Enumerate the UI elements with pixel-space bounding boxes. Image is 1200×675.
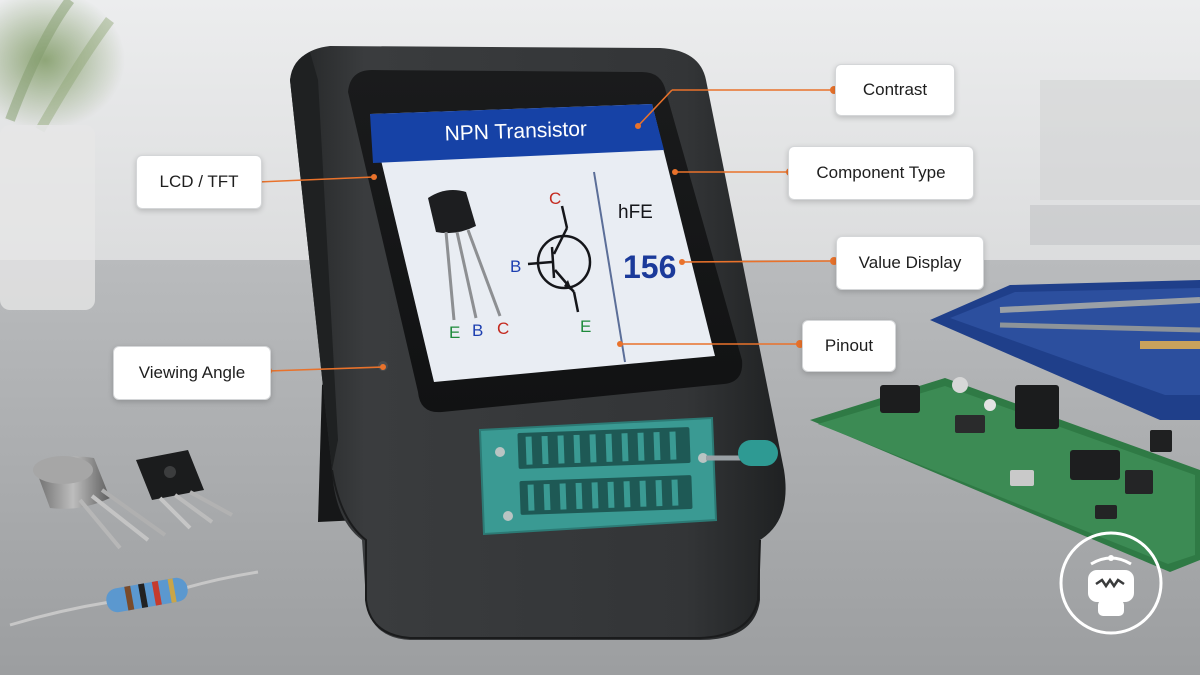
lcd-npn-symbol	[527, 205, 592, 313]
zif-socket	[478, 416, 778, 536]
callout-lcd-label: LCD / TFT	[159, 172, 239, 191]
callout-pinout-label: Pinout	[824, 336, 874, 355]
callout-contrast: Contrast	[835, 64, 955, 116]
background-plant	[0, 0, 125, 310]
lcd-pin-label-e: E	[449, 323, 460, 342]
callout-lcd: LCD / TFT	[136, 155, 262, 209]
callout-viewing-angle-label: Viewing Angle	[138, 363, 246, 382]
callout-contrast-label: Contrast	[862, 80, 928, 99]
lcd-screen	[370, 104, 715, 382]
lcd-parameter-value: 156	[623, 249, 676, 285]
background-equipment	[1030, 80, 1200, 245]
robot-logo-icon	[1058, 530, 1164, 636]
callout-value-display: Value Display	[836, 236, 984, 290]
callout-value-display-label: Value Display	[858, 253, 962, 272]
power-transistor	[136, 450, 233, 530]
resistor	[9, 570, 259, 627]
lcd-title: NPN Transistor	[444, 118, 587, 146]
circuit-board	[810, 377, 1200, 572]
lcd-transistor-illustration	[428, 190, 502, 321]
tool-tray	[930, 280, 1200, 420]
callout-component-type: Component Type	[788, 146, 974, 200]
callout-component-type-label: Component Type	[816, 163, 946, 182]
callout-viewing-angle: Viewing Angle	[113, 346, 271, 400]
metal-can-transistor	[33, 456, 167, 550]
lcd-symbol-base: B	[510, 257, 521, 276]
callout-pinout: Pinout	[802, 320, 896, 372]
lcd-pin-label-c: C	[497, 319, 509, 338]
lcd-symbol-emitter: E	[580, 317, 591, 336]
lcd-pin-label-b: B	[472, 321, 483, 340]
lcd-title-bar	[370, 104, 664, 163]
lcd-parameter-label: hFE	[618, 202, 653, 223]
component-tester-device	[290, 46, 786, 640]
lcd-symbol-collector: C	[549, 189, 561, 208]
